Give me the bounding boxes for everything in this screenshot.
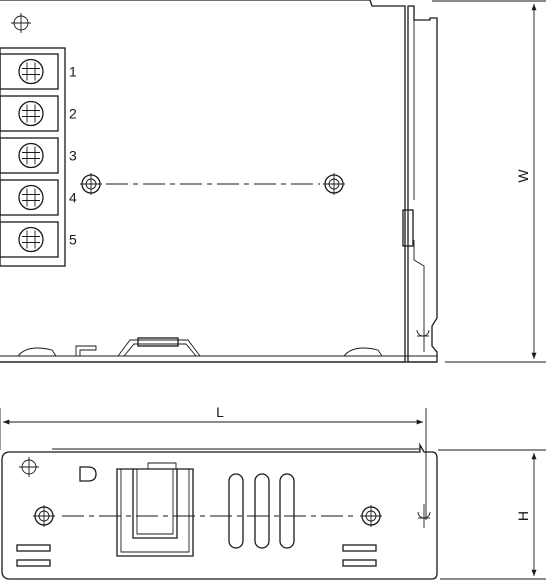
rail-clip [116, 462, 194, 557]
terminal-block: 1 2 3 4 5 [0, 47, 77, 267]
terminal-screw-icon [18, 142, 44, 169]
terminal-screw-icon [18, 58, 44, 85]
length-label: L [216, 404, 224, 420]
mounting-hole-icon [33, 505, 55, 527]
side-view-outline [1, 442, 438, 580]
terminal-5: 5 [0, 221, 77, 258]
vent-slots [228, 473, 295, 549]
width-label: W [515, 169, 531, 183]
terminal-4: 4 [0, 179, 77, 216]
terminal-screw-icon [18, 184, 44, 211]
length-dimension: L [0, 404, 427, 520]
terminal-1: 1 [0, 53, 77, 90]
width-dimension: W [432, 0, 546, 363]
mounting-hole-icon [80, 173, 102, 195]
height-dimension: H [438, 449, 546, 580]
top-view-outline [0, 0, 406, 363]
terminal-label: 4 [69, 190, 77, 206]
mounting-mark-icon [11, 13, 31, 33]
terminal-3: 3 [0, 137, 77, 174]
terminal-label: 5 [69, 232, 77, 248]
bottom-clips [0, 337, 437, 363]
terminal-screw-icon [18, 100, 44, 127]
earth-notch [417, 504, 431, 528]
side-view: L D [0, 404, 438, 580]
terminal-label: 1 [69, 64, 77, 80]
slot-pair [16, 544, 51, 567]
terminal-screw-icon [18, 226, 44, 253]
side-marker: D [79, 466, 97, 482]
mounting-mark-icon [19, 457, 39, 477]
terminal-2: 2 [0, 95, 77, 132]
din-rail-bracket [402, 5, 438, 363]
top-view: 1 2 3 4 5 [0, 0, 438, 363]
mounting-hole-icon [360, 505, 382, 527]
terminal-label: 2 [69, 106, 77, 122]
slot-pair [342, 544, 377, 567]
terminal-label: 3 [69, 148, 77, 164]
height-label: H [515, 511, 531, 521]
mounting-hole-icon [323, 173, 345, 195]
